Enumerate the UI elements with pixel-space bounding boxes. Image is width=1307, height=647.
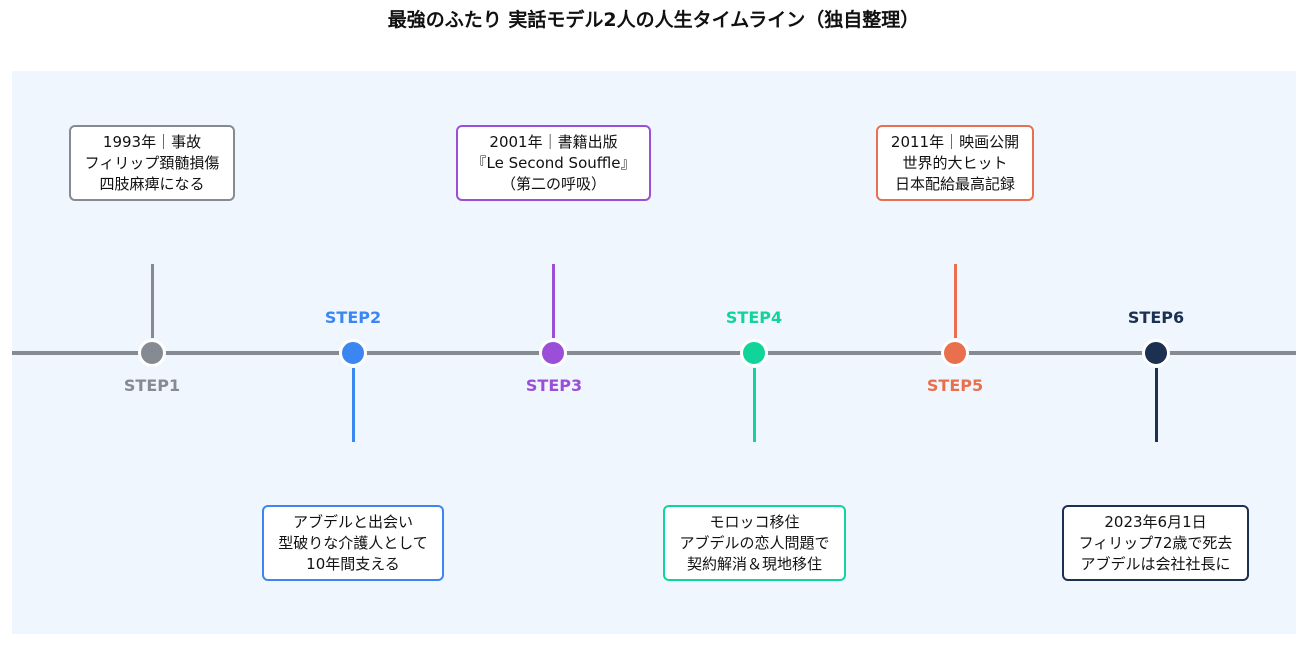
step2-label: STEP2 bbox=[324, 308, 382, 327]
step1-note-line1: 1993年｜事故 bbox=[102, 133, 202, 151]
step6-note-line2: フィリップ72歳で死去 bbox=[1078, 534, 1233, 552]
step4-note-line1: モロッコ移住 bbox=[709, 513, 800, 531]
step4-marker bbox=[740, 339, 768, 367]
step5-label: STEP5 bbox=[926, 376, 984, 395]
timeline-axis bbox=[12, 351, 1296, 355]
step3-note-line1: 2001年｜書籍出版 bbox=[489, 133, 618, 151]
step5-note-line1: 2011年｜映画公開 bbox=[890, 133, 1020, 151]
step2-note: アブデルと出会い 型破りな介護人として 10年間支える bbox=[262, 505, 444, 581]
step5-note-line2: 世界的大ヒット bbox=[902, 154, 1008, 172]
step5-marker bbox=[941, 339, 969, 367]
step3-stem bbox=[552, 264, 555, 338]
step4-note-line3: 契約解消＆現地移住 bbox=[686, 555, 822, 573]
step6-marker bbox=[1142, 339, 1170, 367]
step1-label: STEP1 bbox=[123, 376, 181, 395]
step3-label: STEP3 bbox=[525, 376, 583, 395]
step4-stem bbox=[753, 368, 756, 442]
step4-note: モロッコ移住 アブデルの恋人問題で 契約解消＆現地移住 bbox=[663, 505, 846, 581]
step5-note-line3: 日本配給最高記録 bbox=[894, 175, 1015, 193]
step5-stem bbox=[954, 264, 957, 338]
step1-marker bbox=[138, 339, 166, 367]
step6-stem bbox=[1155, 368, 1158, 442]
step1-note: 1993年｜事故 フィリップ頚髄損傷 四肢麻痺になる bbox=[69, 125, 235, 201]
step1-stem bbox=[151, 264, 154, 338]
step2-stem bbox=[352, 368, 355, 442]
step2-note-line3: 10年間支える bbox=[306, 555, 400, 573]
step6-note: 2023年6月1日 フィリップ72歳で死去 アブデルは会社社長に bbox=[1062, 505, 1249, 581]
step5-note: 2011年｜映画公開 世界的大ヒット 日本配給最高記録 bbox=[876, 125, 1034, 201]
step1-note-line2: フィリップ頚髄損傷 bbox=[84, 154, 220, 172]
step6-label: STEP6 bbox=[1127, 308, 1185, 327]
step2-note-line2: 型破りな介護人として bbox=[278, 534, 428, 552]
step6-note-line1: 2023年6月1日 bbox=[1104, 513, 1207, 531]
step6-note-line3: アブデルは会社社長に bbox=[1080, 555, 1231, 573]
step1-note-line3: 四肢麻痺になる bbox=[99, 175, 205, 193]
step3-marker bbox=[539, 339, 567, 367]
step3-note-line2: 『Le Second Souffle』 bbox=[471, 154, 636, 172]
step2-note-line1: アブデルと出会い bbox=[292, 513, 413, 531]
step3-note-line3: （第二の呼吸） bbox=[500, 175, 606, 193]
step4-note-line2: アブデルの恋人問題で bbox=[679, 534, 830, 552]
step2-marker bbox=[339, 339, 367, 367]
chart-title: 最強のふたり 実話モデル2人の人生タイムライン（独自整理） bbox=[387, 9, 920, 31]
step3-note: 2001年｜書籍出版 『Le Second Souffle』 （第二の呼吸） bbox=[456, 125, 651, 201]
step4-label: STEP4 bbox=[725, 308, 783, 327]
